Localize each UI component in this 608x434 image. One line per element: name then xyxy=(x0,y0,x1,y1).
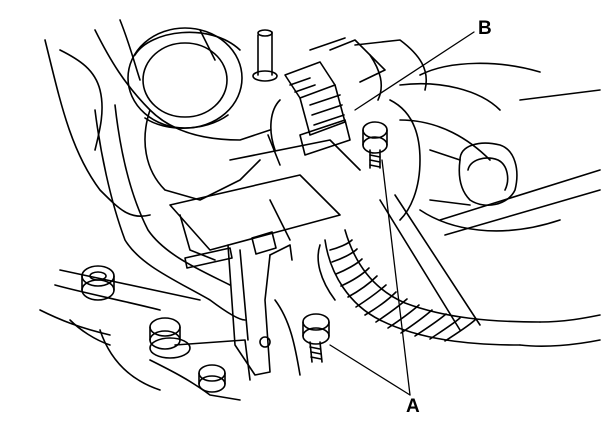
leader-b xyxy=(354,31,475,111)
left-bolt xyxy=(81,265,115,301)
corrugated-hose xyxy=(317,229,601,347)
lower-housing xyxy=(69,319,251,401)
right-rails xyxy=(379,62,601,331)
upper-casting xyxy=(44,19,271,217)
callout-label-a: A xyxy=(406,396,420,417)
callout-label-b: B xyxy=(478,18,492,39)
rod xyxy=(252,29,278,82)
circular-port xyxy=(127,27,243,129)
upper-right-housing xyxy=(354,39,501,221)
mounting-bolt-b xyxy=(362,121,388,169)
leader-a-1 xyxy=(329,344,411,396)
lower-bolt-2 xyxy=(198,364,226,393)
mounting-bolt-a xyxy=(302,313,330,363)
leader-a-2 xyxy=(381,159,411,396)
hanger-bracket xyxy=(227,231,301,376)
connector-body xyxy=(169,139,361,269)
left-bracket xyxy=(39,104,246,336)
lower-bolt-1 xyxy=(149,317,191,359)
leader-lines xyxy=(329,31,475,396)
right-boss xyxy=(419,142,561,232)
